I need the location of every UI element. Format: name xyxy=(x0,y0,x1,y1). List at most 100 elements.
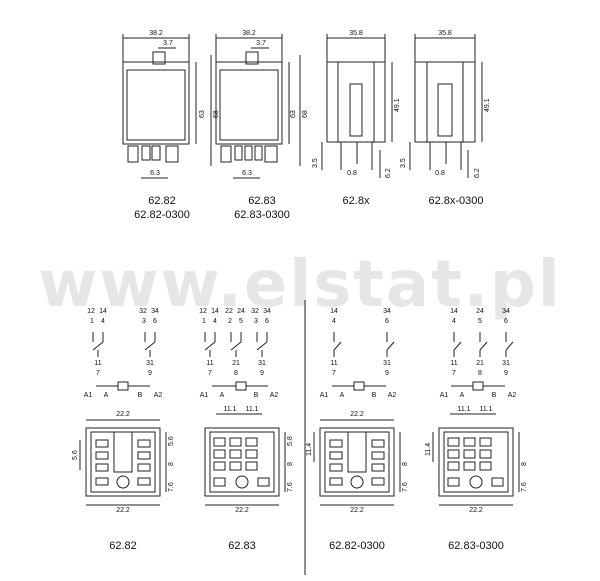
tv4-term-dim: 6.2 xyxy=(474,168,481,178)
fp1-left-dim: 5.6 xyxy=(72,450,79,460)
fp2-r2-dim: 8 xyxy=(287,462,294,466)
tv3-h1-dim: 49.1 xyxy=(394,98,401,112)
s2-coil-b: B xyxy=(253,392,259,399)
s4-bottom-1: 21 xyxy=(476,360,484,367)
footprint-62-82-outline xyxy=(79,419,167,506)
s3-mid-1: 6 xyxy=(385,318,389,325)
s1-mid-1: 4 xyxy=(101,318,105,325)
tv1-label-b: 62.82-0300 xyxy=(134,209,190,221)
fp3-bottom-dim: 22.2 xyxy=(350,507,364,514)
s3-coil-a2: A2 xyxy=(387,392,397,399)
s4-top-0: 14 xyxy=(450,308,458,315)
fp4-label: 62.83-0300 xyxy=(448,540,504,552)
s2-top-2: 22 xyxy=(225,308,233,315)
fp4-sub1-dim: 11.1 xyxy=(457,406,471,413)
s3-coil-b: B xyxy=(371,392,377,399)
s4-coil-b: B xyxy=(491,392,497,399)
s3-bottom2-0: 7 xyxy=(332,370,336,377)
fp2-sub1-dim: 11.1 xyxy=(223,406,237,413)
s1-mid-3: 6 xyxy=(153,318,157,325)
fp1-top-dim: 22.2 xyxy=(116,411,130,418)
s2-coil-a: A xyxy=(219,392,225,399)
fp4-r3-dim: 7.6 xyxy=(521,482,528,492)
fp3-left-dim: 11.4 xyxy=(306,442,313,456)
s2-mid-5: 6 xyxy=(265,318,269,325)
s3-coil-a1: A1 xyxy=(319,392,329,399)
s4-mid-0: 4 xyxy=(452,318,456,325)
fp4-bottom-dim: 22.2 xyxy=(469,507,483,514)
s2-bottom2-1: 8 xyxy=(234,370,238,377)
fp1-label: 62.82 xyxy=(109,540,137,552)
s1-top-1: 14 xyxy=(99,308,107,315)
s1-mid-0: 1 xyxy=(90,318,94,325)
schematic-62-82-lines xyxy=(92,332,156,391)
footprint-62-83-0300-outline xyxy=(432,413,520,506)
fp3-label: 62.82-0300 xyxy=(329,540,385,552)
tv4-h1-dim: 49.1 xyxy=(484,98,491,112)
s1-bottom-1: 31 xyxy=(146,360,154,367)
s1-coil-a: A xyxy=(103,392,109,399)
tv2-offset-dim: 3.7 xyxy=(256,40,266,47)
s1-bottom-0: 11 xyxy=(94,360,102,367)
fp2-bottom-dim: 22.2 xyxy=(235,507,249,514)
s1-top-3: 34 xyxy=(151,308,159,315)
s2-top-0: 12 xyxy=(199,308,207,315)
s2-bottom-2: 31 xyxy=(258,360,266,367)
s2-top-4: 32 xyxy=(251,308,259,315)
fp2-r3-dim: 7.6 xyxy=(287,482,294,492)
fp1-r2-dim: 8 xyxy=(168,462,175,466)
schematic-62-82-0300-lines xyxy=(332,332,395,391)
tv1-pin-dim: 6.3 xyxy=(150,170,160,177)
fp4-r2-dim: 8 xyxy=(521,462,528,466)
tv3-term-dim: 6.2 xyxy=(385,168,392,178)
s4-top-2: 34 xyxy=(502,308,510,315)
s4-bottom2-1: 8 xyxy=(478,370,482,377)
s2-mid-0: 1 xyxy=(202,318,206,325)
tv1-h1-dim: 63 xyxy=(199,110,206,118)
s3-top-1: 34 xyxy=(383,308,391,315)
fp1-bottom-dim: 22.2 xyxy=(116,507,130,514)
tv3-label: 62.8x xyxy=(342,195,370,207)
s2-top-5: 34 xyxy=(263,308,271,315)
s2-coil-a1: A1 xyxy=(199,392,209,399)
s1-bottom2-1: 9 xyxy=(148,370,152,377)
s4-bottom-0: 11 xyxy=(450,360,458,367)
watermark: www.elstat.pl xyxy=(38,248,562,322)
fp1-r3-dim: 7.6 xyxy=(168,482,175,492)
tv3-foot-dim: 0.8 xyxy=(347,170,357,177)
tv4-foot-dim: 0.8 xyxy=(435,170,445,177)
s1-top-2: 32 xyxy=(139,308,147,315)
s1-coil-a2: A2 xyxy=(153,392,163,399)
tv3-pin-h-dim: 3.5 xyxy=(312,158,319,168)
fp3-r3-dim: 7.6 xyxy=(402,482,409,492)
tv1-h2-dim: 68 xyxy=(213,110,220,118)
tv3-width-dim: 35.8 xyxy=(349,30,363,37)
fp4-sub2-dim: 11.1 xyxy=(479,406,493,413)
tv1-label-a: 62.82 xyxy=(148,195,176,207)
tv2-h2-dim: 68 xyxy=(302,110,309,118)
s2-mid-1: 4 xyxy=(213,318,217,325)
s2-bottom2-0: 7 xyxy=(208,370,212,377)
tv4-pin-h-dim: 3.5 xyxy=(400,158,407,168)
s3-coil-a: A xyxy=(339,392,345,399)
footprint-62-83-outline xyxy=(204,413,286,506)
tv2-pin-dim: 6.3 xyxy=(242,170,252,177)
s2-bottom-1: 21 xyxy=(232,360,240,367)
s4-top-1: 24 xyxy=(476,308,484,315)
s2-top-3: 24 xyxy=(237,308,245,315)
s2-top-1: 14 xyxy=(211,308,219,315)
s1-top-0: 12 xyxy=(87,308,95,315)
s3-bottom-0: 11 xyxy=(330,360,338,367)
fp1-r1-dim: 5.6 xyxy=(168,436,175,446)
fp2-label: 62.83 xyxy=(228,540,256,552)
schematic-62-83-lines xyxy=(204,332,268,391)
s4-bottom-2: 31 xyxy=(502,360,510,367)
tv4-width-dim: 35.8 xyxy=(438,30,452,37)
s3-mid-0: 4 xyxy=(332,318,336,325)
s1-coil-b: B xyxy=(137,392,143,399)
top-view-62-8x-outline xyxy=(321,34,393,178)
s2-bottom2-2: 9 xyxy=(260,370,264,377)
schematic-62-83-0300-lines xyxy=(451,332,514,391)
tv2-label-b: 62.83-0300 xyxy=(234,209,290,221)
